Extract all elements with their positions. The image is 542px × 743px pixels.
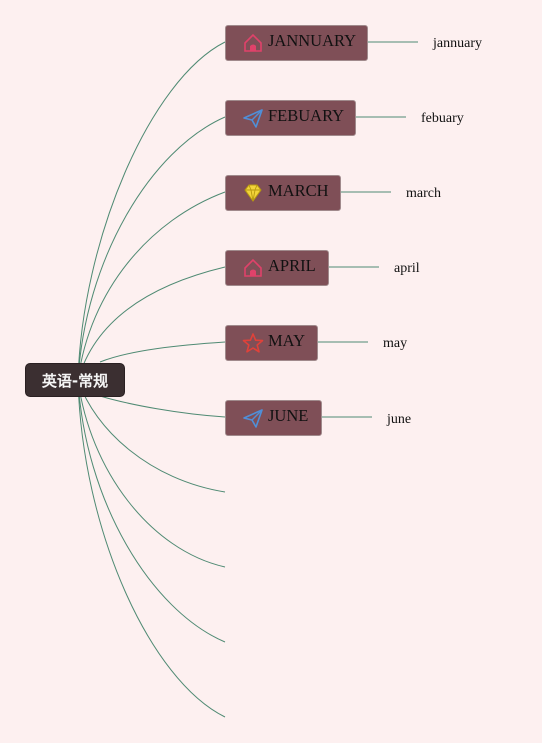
detail-june[interactable]: june	[387, 412, 412, 427]
topic-june[interactable]: JUNE	[225, 400, 322, 436]
root-topic[interactable]: 英语-常规	[25, 363, 125, 397]
detail-march[interactable]: march	[406, 186, 441, 201]
topic-jannuary[interactable]: JANNUARY	[225, 25, 368, 61]
branch-empty-4	[77, 379, 226, 718]
paper-plane-icon	[243, 109, 263, 128]
topic-label: JUNE	[268, 406, 309, 425]
home-icon	[244, 33, 262, 52]
topic-label: MAY	[268, 331, 305, 350]
branch-march	[77, 191, 226, 381]
diamond-icon	[244, 184, 262, 202]
branch-febuary	[77, 116, 226, 381]
branch-may	[99, 341, 226, 363]
branch-jannuary	[77, 41, 226, 381]
detail-febuary[interactable]: febuary	[421, 111, 464, 126]
star-icon	[242, 333, 264, 353]
topic-label: FEBUARY	[268, 106, 345, 125]
topic-april[interactable]: APRIL	[225, 250, 329, 286]
topic-march[interactable]: MARCH	[225, 175, 341, 211]
topic-label: MARCH	[268, 181, 329, 200]
home-icon	[244, 258, 262, 277]
topic-may[interactable]: MAY	[225, 325, 318, 361]
branch-empty-2	[77, 379, 226, 568]
branch-empty-3	[77, 379, 226, 643]
root-topic-label: 英语-常规	[41, 371, 109, 390]
detail-may[interactable]: may	[383, 336, 408, 351]
detail-jannuary[interactable]: jannuary	[433, 36, 482, 51]
detail-april[interactable]: april	[394, 261, 420, 276]
topic-label: APRIL	[268, 256, 316, 275]
topic-label: JANNUARY	[268, 31, 357, 50]
branch-april	[77, 266, 226, 381]
branch-june	[99, 395, 226, 418]
topic-febuary[interactable]: FEBUARY	[225, 100, 356, 136]
branch-empty-1	[77, 379, 226, 493]
paper-plane-icon	[243, 409, 263, 428]
